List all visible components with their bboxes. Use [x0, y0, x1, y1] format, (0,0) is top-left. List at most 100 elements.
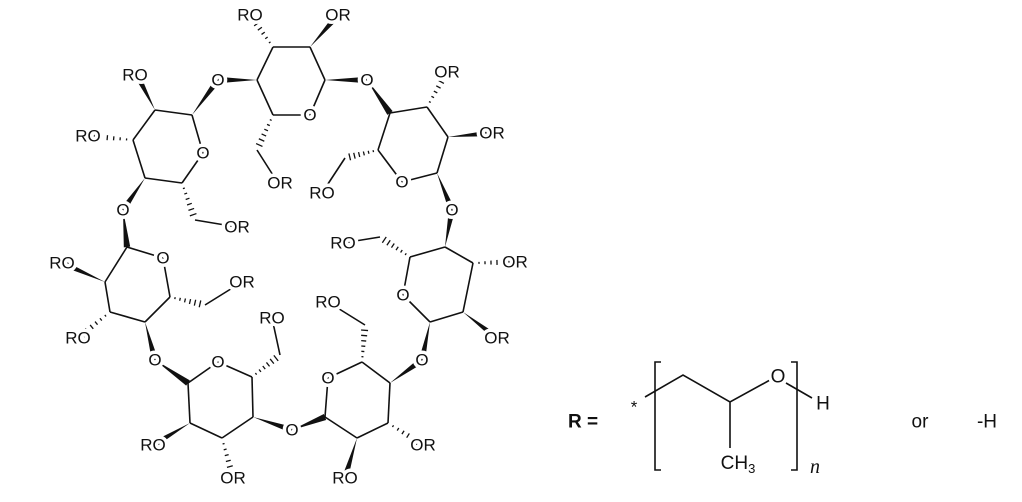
bond-line: [162, 257, 171, 298]
bond-line: [187, 361, 219, 384]
bond-line: [256, 149, 279, 184]
ring-oxygen: O: [395, 173, 408, 192]
or-text: or: [912, 412, 930, 433]
wedge-bond: [120, 178, 145, 212]
ring-oxygen: O: [211, 353, 224, 372]
wedge-bond: [445, 209, 456, 247]
substituent-label: RO: [140, 436, 166, 455]
hashed-bond: [250, 17, 271, 44]
bonds: [60, 12, 510, 479]
wedge-bond: [60, 260, 105, 282]
substituent-label: OR: [484, 329, 510, 348]
glycosidic-oxygen: O: [116, 201, 129, 220]
bond-line: [409, 246, 446, 258]
glycosidic-oxygen: O: [211, 71, 224, 90]
bond-line: [309, 79, 326, 116]
bond-line: [324, 416, 358, 439]
bond-line: [217, 361, 253, 378]
substituent-label: RO: [330, 234, 356, 253]
bond-line: [401, 172, 438, 183]
substituent-label: OR: [325, 6, 351, 25]
bond-line: [126, 246, 164, 259]
wedge-bond: [292, 414, 327, 430]
wedge-bond: [145, 322, 159, 361]
hashed-bond: [222, 442, 235, 474]
bond-line: [342, 236, 381, 244]
methyl-group: CH3: [721, 453, 756, 476]
bond-line: [327, 301, 366, 326]
substituent-label: OR: [224, 218, 250, 237]
glycosidic-oxygen: O: [415, 351, 428, 370]
bond-line: [327, 361, 363, 379]
wedge-bond: [437, 173, 455, 212]
hashed-bond: [391, 424, 421, 446]
bond-line: [256, 79, 274, 116]
bond-line: [104, 281, 111, 313]
bond-line: [132, 139, 146, 179]
bond-line: [181, 152, 204, 184]
ring-oxygen: O: [156, 249, 169, 268]
bond-line: [191, 114, 204, 154]
ring-oxygen: O: [321, 369, 334, 388]
substituent-label: OR: [229, 273, 255, 292]
bond-line: [104, 246, 128, 283]
wedge-bond: [123, 210, 131, 248]
bond-line: [356, 422, 389, 439]
bond-line: [444, 246, 474, 264]
wedge-bond: [192, 78, 221, 115]
ring-oxygen: O: [303, 106, 316, 125]
attachment-star: *: [631, 398, 638, 417]
ring-oxygen: O: [396, 286, 409, 305]
substituent-label: OR: [434, 63, 460, 82]
bond-line: [187, 382, 191, 424]
oxygen-atom: O: [771, 367, 786, 388]
bond-line: [462, 262, 474, 313]
r-equals-label: R =: [568, 412, 598, 433]
bond-line: [144, 177, 183, 184]
wedge-bond: [367, 80, 393, 115]
right-bracket: [791, 361, 798, 471]
bond-line: [251, 376, 254, 418]
substituent-label: RO: [259, 309, 285, 328]
wedge-bond: [390, 357, 424, 383]
bond-line: [204, 281, 243, 306]
propylene-chain: [644, 374, 813, 448]
wedge-bond: [151, 423, 190, 448]
bond-line: [402, 294, 431, 323]
hashed-bond: [182, 187, 197, 217]
substituent-label: OR: [410, 436, 436, 455]
hashed-bond: [254, 354, 279, 376]
bond-line: [132, 109, 156, 141]
bond-line: [321, 157, 346, 194]
wedge-bond: [418, 322, 430, 361]
bond-line: [324, 377, 329, 418]
wedge-bond: [134, 73, 155, 110]
bond-line: [429, 311, 464, 323]
bond-line: [377, 149, 403, 183]
substituent-label: OR: [502, 253, 528, 272]
bond-line: [194, 219, 238, 228]
bond-line: [436, 136, 449, 174]
bond-line: [271, 317, 281, 356]
hashed-bond: [93, 133, 128, 141]
ring-oxygen: O: [196, 144, 209, 163]
hashed-bond: [478, 258, 510, 266]
repeat-unit-n: n: [810, 456, 820, 478]
glycosidic-oxygen: O: [445, 201, 458, 220]
wedge-bond: [218, 76, 257, 84]
substituent-label: RO: [237, 6, 263, 25]
wedge-bond: [325, 76, 367, 84]
bond-line: [377, 112, 391, 151]
bond-line: [189, 422, 223, 439]
hashed-bond: [381, 236, 407, 256]
hydrogen-alternative: -H: [977, 412, 997, 433]
wedge-bond: [341, 438, 357, 479]
bond-line: [389, 106, 428, 114]
bond-line: [154, 109, 193, 116]
substituent-label: RO: [332, 469, 358, 488]
substituent-label: OR: [220, 469, 246, 488]
hashed-bond: [428, 74, 448, 104]
substituent-label: RO: [75, 127, 101, 146]
hashed-bond: [255, 118, 272, 148]
